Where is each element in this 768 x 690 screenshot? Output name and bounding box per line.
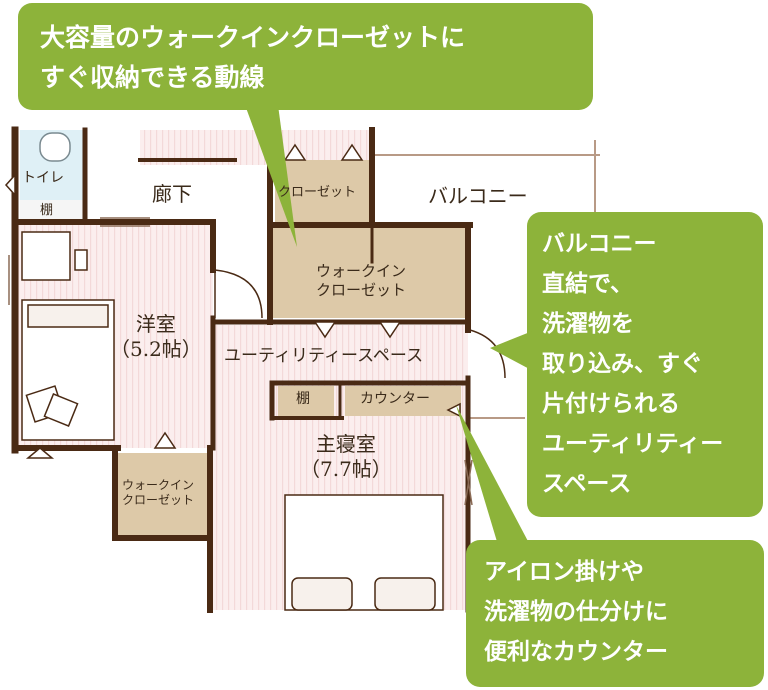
callout-balcony-bubble xyxy=(490,212,763,517)
master-bedroom-name: 主寝室 xyxy=(315,432,376,456)
callout-balcony-line: 取り込み、すぐ xyxy=(542,351,703,377)
closet-top-label: クローゼット xyxy=(278,185,357,200)
callout-balcony: バルコニー 直結で、 洗濯物を 取り込み、すぐ 片付けられる ユーティリティー … xyxy=(542,224,723,504)
callout-walkin-line: 大容量のウォークインクローゼットに xyxy=(40,23,466,52)
counter-label: カウンター xyxy=(360,391,430,407)
balcony-label: バルコニー xyxy=(428,184,528,208)
door-symbols xyxy=(4,143,506,459)
callout-balcony-line: スペース xyxy=(542,471,632,497)
walkin-small-line1: ウォークイン xyxy=(122,478,195,492)
callout-walkin: 大容量のウォークインクローゼットに すぐ収納できる動線 xyxy=(40,18,465,98)
walkin-small-label: ウォークイン クローゼット xyxy=(122,478,194,508)
callout-counter-line: 洗濯物の仕分けに xyxy=(484,599,668,625)
walkin-main-line1: ウォークイン xyxy=(316,262,407,280)
callout-balcony-line: 直結で、 xyxy=(542,271,634,297)
walkin-main-fill xyxy=(272,228,466,318)
toilet-fixture xyxy=(39,132,71,162)
callout-balcony-line: 片付けられる xyxy=(542,391,680,417)
toilet-shelf-fill xyxy=(20,200,85,222)
callout-walkin-bubble xyxy=(18,3,593,247)
callout-balcony-line: バルコニー xyxy=(542,231,657,257)
walkin-small-line2: クローゼット xyxy=(122,493,195,507)
toilet-shelf-label: 棚 xyxy=(40,203,54,218)
utility-shelf-fill xyxy=(278,386,334,416)
walkin-main-label: ウォークイン クローゼット xyxy=(316,262,406,300)
callout-counter-bubble xyxy=(456,405,764,687)
utility-floor xyxy=(213,325,468,387)
callout-balcony-line: ユーティリティー xyxy=(542,431,724,457)
master-bedroom-size: （7.7帖） xyxy=(300,457,392,481)
walkin-small-fill xyxy=(118,453,210,535)
toilet-label: トイレ xyxy=(22,170,64,186)
callout-balcony-line: 洗濯物を xyxy=(542,311,634,337)
western-room-furniture xyxy=(21,231,115,441)
counter-fill xyxy=(345,386,461,416)
window-marks xyxy=(8,217,473,506)
western-room-label: 洋室 （5.2帖） xyxy=(110,312,202,362)
utility-shelf-label: 棚 xyxy=(296,391,310,407)
walkin-main-line2: クローゼット xyxy=(316,280,407,299)
utility-label: ユーティリティースペース xyxy=(224,346,424,366)
callout-counter-line: 便利なカウンター xyxy=(484,639,668,665)
master-bedroom-label: 主寝室 （7.7帖） xyxy=(300,432,392,482)
balcony-outline xyxy=(372,140,600,419)
western-room-size: （5.2帖） xyxy=(110,337,202,361)
callout-walkin-line: すぐ収納できる動線 xyxy=(40,63,265,92)
master-bed xyxy=(284,494,444,611)
callout-counter: アイロン掛けや 洗濯物の仕分けに 便利なカウンター xyxy=(484,552,668,672)
callout-counter-line: アイロン掛けや xyxy=(484,559,644,585)
hallway-label: 廊下 xyxy=(152,182,192,206)
western-room-name: 洋室 xyxy=(135,312,176,336)
